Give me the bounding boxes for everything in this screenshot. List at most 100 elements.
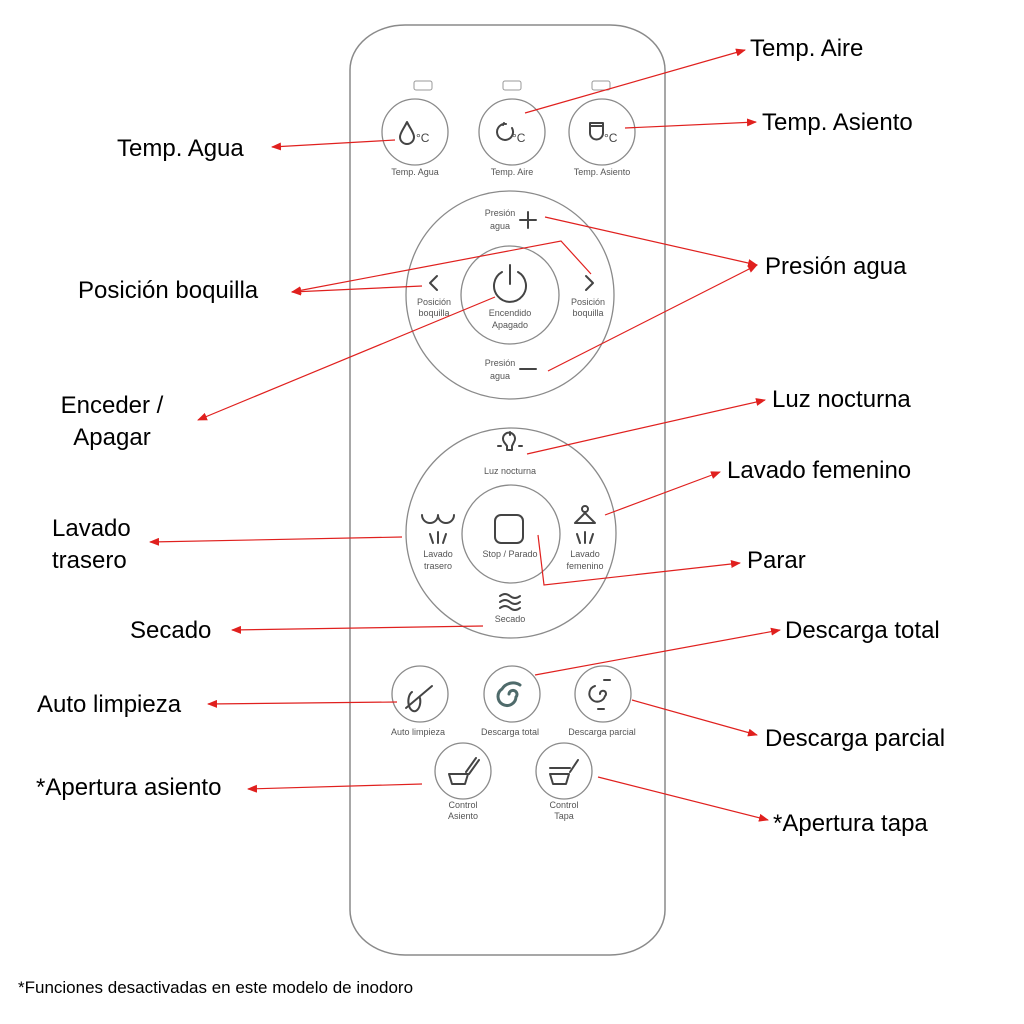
arrow-power bbox=[197, 296, 496, 421]
arrow-temp-aire bbox=[524, 48, 746, 114]
celsius-icon: °C bbox=[512, 131, 526, 145]
callout-descarga-parcial: Descarga parcial bbox=[765, 725, 945, 752]
presion-minus-label-2: agua bbox=[490, 371, 510, 381]
presion-plus-label-2: agua bbox=[490, 221, 510, 231]
luz-nocturna-label: Luz nocturna bbox=[484, 466, 536, 476]
celsius-icon: °C bbox=[416, 131, 430, 145]
seat-icon bbox=[589, 122, 604, 141]
arrow-luz bbox=[526, 398, 766, 455]
led-aire bbox=[502, 80, 522, 91]
callout-posicion-boquilla: Posición boquilla bbox=[78, 277, 259, 304]
descarga-total-label: Descarga total bbox=[481, 727, 539, 737]
control-tapa-button[interactable]: Control Tapa bbox=[535, 742, 593, 821]
descarga-parcial-label: Descarga parcial bbox=[568, 727, 636, 737]
callout-temp-asiento: Temp. Asiento bbox=[762, 109, 913, 136]
control-asiento-button[interactable]: Control Asiento bbox=[434, 742, 492, 821]
posicion-right-label-2: boquilla bbox=[572, 308, 603, 318]
arrow-presion-plus bbox=[544, 216, 758, 267]
posicion-right-label: Posición bbox=[571, 297, 605, 307]
secado-label: Secado bbox=[495, 614, 526, 624]
presion-plus-button[interactable]: Presión agua bbox=[485, 208, 537, 231]
lavado-trasero-label-2: trasero bbox=[424, 561, 452, 571]
arrow-temp-asiento bbox=[624, 118, 757, 129]
led-asiento bbox=[591, 80, 611, 91]
callout-descarga-total: Descarga total bbox=[785, 617, 940, 644]
temp-agua-button[interactable]: °C Temp. Agua bbox=[381, 98, 449, 177]
arrow-parar bbox=[537, 534, 741, 586]
nozzle-clean-icon bbox=[405, 685, 433, 713]
callout-secado: Secado bbox=[130, 617, 211, 644]
lavado-femenino-label-2: femenino bbox=[566, 561, 603, 571]
lavado-femenino-button[interactable]: Lavado femenino bbox=[566, 505, 604, 571]
arrow-temp-agua bbox=[271, 139, 396, 151]
seat-open-icon bbox=[448, 757, 480, 785]
arrow-trasero bbox=[149, 536, 403, 546]
callout-temp-agua: Temp. Agua bbox=[117, 135, 244, 162]
presion-minus-label: Presión bbox=[485, 358, 516, 368]
lavado-trasero-label: Lavado bbox=[423, 549, 453, 559]
control-tapa-label-2: Tapa bbox=[554, 811, 574, 821]
posicion-right-button[interactable]: Posición boquilla bbox=[571, 275, 605, 318]
plus-icon bbox=[519, 211, 537, 229]
stop-button[interactable]: Stop / Parado bbox=[461, 484, 561, 584]
power-label-2: Apagado bbox=[492, 320, 528, 330]
led-indicators bbox=[413, 80, 611, 91]
partial-flush-icon bbox=[588, 679, 611, 710]
callout-arrows bbox=[149, 48, 781, 822]
water-drop-icon bbox=[399, 121, 415, 145]
chevron-right-icon bbox=[585, 275, 594, 291]
presion-minus-button[interactable]: Presión agua bbox=[485, 358, 537, 381]
callout-apertura-tapa: *Apertura tapa bbox=[773, 810, 928, 837]
temp-asiento-button[interactable]: °C Temp. Asiento bbox=[568, 98, 636, 177]
callout-encender: Enceder / bbox=[61, 392, 164, 419]
descarga-total-button[interactable]: Descarga total bbox=[481, 665, 541, 737]
arrow-descarga-total bbox=[534, 627, 781, 676]
bulb-icon bbox=[497, 431, 523, 451]
callout-temp-aire: Temp. Aire bbox=[750, 35, 863, 62]
callout-lavado-femenino: Lavado femenino bbox=[727, 457, 911, 484]
power-button[interactable]: Encendido Apagado bbox=[460, 245, 560, 345]
power-label: Encendido bbox=[489, 308, 532, 318]
lavado-trasero-button[interactable]: Lavado trasero bbox=[421, 514, 455, 571]
rear-wash-icon bbox=[421, 514, 455, 544]
wind-waves-icon bbox=[499, 593, 521, 611]
lid-open-icon bbox=[549, 759, 579, 785]
temp-aire-label: Temp. Aire bbox=[491, 167, 534, 177]
control-tapa-label: Control bbox=[549, 800, 578, 810]
presion-plus-label: Presión bbox=[485, 208, 516, 218]
callout-auto-limpieza: Auto limpieza bbox=[37, 691, 182, 718]
footnote: *Funciones desactivadas en este modelo d… bbox=[18, 978, 413, 997]
callout-lavado-trasero-2: trasero bbox=[52, 547, 127, 574]
arrow-descarga-parcial bbox=[631, 699, 758, 737]
air-icon bbox=[496, 122, 515, 141]
power-icon bbox=[493, 264, 527, 303]
control-asiento-label: Control bbox=[448, 800, 477, 810]
chevron-left-icon bbox=[429, 275, 438, 291]
lavado-femenino-label: Lavado bbox=[570, 549, 600, 559]
callout-presion-agua: Presión agua bbox=[765, 253, 907, 280]
callout-parar: Parar bbox=[747, 547, 806, 574]
stop-label: Stop / Parado bbox=[482, 549, 537, 559]
stop-square-icon bbox=[494, 514, 524, 544]
luz-nocturna-button[interactable]: Luz nocturna bbox=[484, 431, 536, 476]
callout-luz-nocturna: Luz nocturna bbox=[772, 386, 911, 413]
led-agua bbox=[413, 80, 433, 91]
callout-encender-2: Apagar bbox=[73, 424, 150, 451]
posicion-left-label: Posición bbox=[417, 297, 451, 307]
callout-lavado-trasero: Lavado bbox=[52, 515, 131, 542]
posicion-left-label-2: boquilla bbox=[418, 308, 449, 318]
temp-aire-button[interactable]: °C Temp. Aire bbox=[478, 98, 546, 177]
female-wash-icon bbox=[574, 505, 596, 544]
arrow-posicion-left bbox=[291, 285, 423, 296]
auto-limpieza-button[interactable]: Auto limpieza bbox=[391, 665, 449, 737]
secado-button[interactable]: Secado bbox=[495, 593, 526, 624]
descarga-parcial-button[interactable]: Descarga parcial bbox=[568, 665, 636, 737]
auto-limpieza-label: Auto limpieza bbox=[391, 727, 445, 737]
arrow-femenino bbox=[604, 471, 721, 516]
full-flush-icon bbox=[496, 681, 522, 707]
arrow-apertura-asiento bbox=[247, 783, 423, 793]
celsius-icon: °C bbox=[604, 131, 618, 145]
posicion-left-button[interactable]: Posición boquilla bbox=[417, 275, 451, 318]
arrow-secado bbox=[231, 625, 484, 634]
